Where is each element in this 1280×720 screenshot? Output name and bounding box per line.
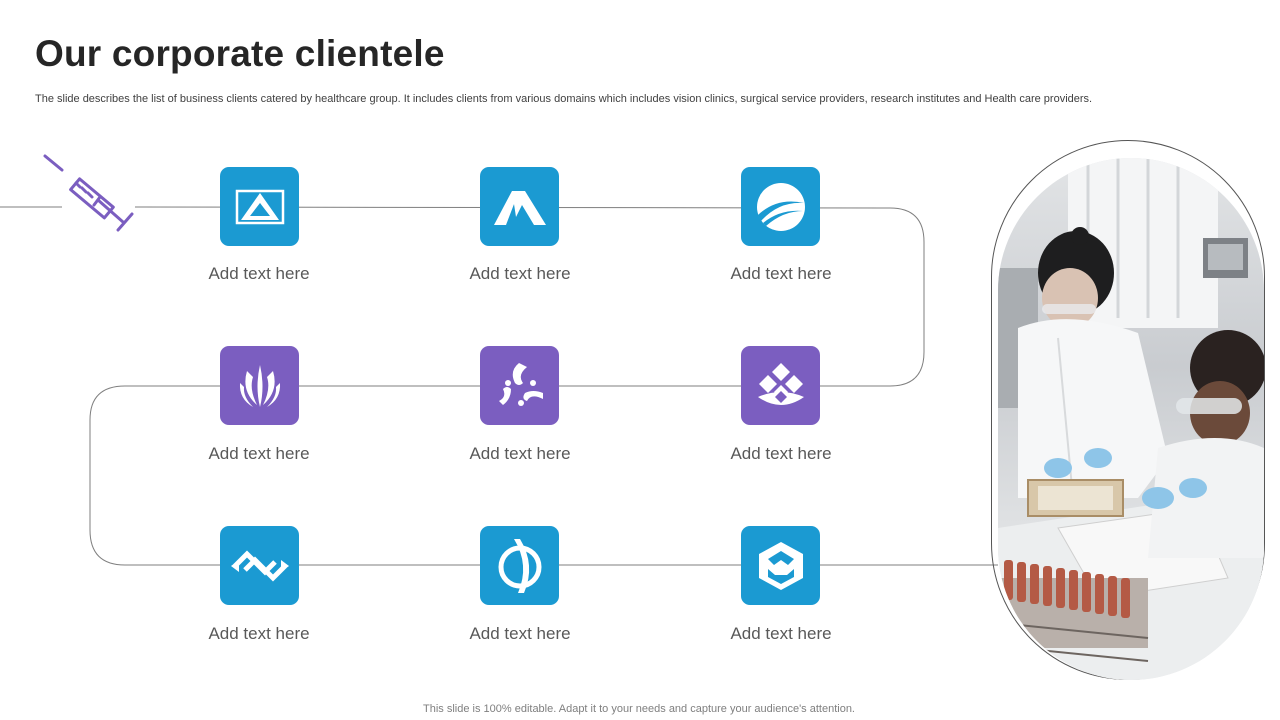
swoosh-circle-logo-icon [756, 182, 805, 231]
client-caption-9: Add text here [730, 624, 832, 643]
client-caption-6: Add text here [730, 444, 832, 463]
client-caption-1: Add text here [208, 264, 310, 283]
triskelion-logo-icon [498, 362, 543, 406]
client-logo-1 [220, 167, 299, 246]
slide-subtitle: The slide describes the list of business… [35, 93, 1093, 105]
client-caption-7: Add text here [208, 624, 310, 643]
diamond-cluster-logo-icon [757, 362, 804, 405]
client-caption-3: Add text here [730, 264, 832, 283]
client-caption-2: Add text here [469, 264, 571, 283]
client-logo-6 [741, 346, 820, 425]
interlocked-arrows-logo-icon [230, 549, 289, 582]
client-logo-2 [480, 167, 559, 246]
client-caption-4: Add text here [208, 444, 310, 463]
client-logo-8 [480, 526, 559, 605]
double-peak-logo-icon [493, 190, 546, 225]
slashed-circle-logo-icon [498, 538, 541, 593]
slide-title: Our corporate clientele [35, 33, 445, 74]
syringe-icon [43, 154, 134, 232]
client-logo-7 [220, 526, 299, 605]
client-logo-3 [741, 167, 820, 246]
client-logo-5 [480, 346, 559, 425]
client-caption-5: Add text here [469, 444, 571, 463]
flame-leaves-logo-icon [239, 364, 280, 407]
lab-researchers-photo [998, 158, 1264, 680]
slide-footer: This slide is 100% editable. Adapt it to… [423, 703, 855, 715]
client-logo-9 [741, 526, 820, 605]
client-caption-8: Add text here [469, 624, 571, 643]
hexagon-box-logo-icon [758, 541, 803, 590]
triangle-frame-logo-icon [235, 189, 284, 224]
lab-scene-illustration [998, 158, 1264, 680]
client-logo-4 [220, 346, 299, 425]
